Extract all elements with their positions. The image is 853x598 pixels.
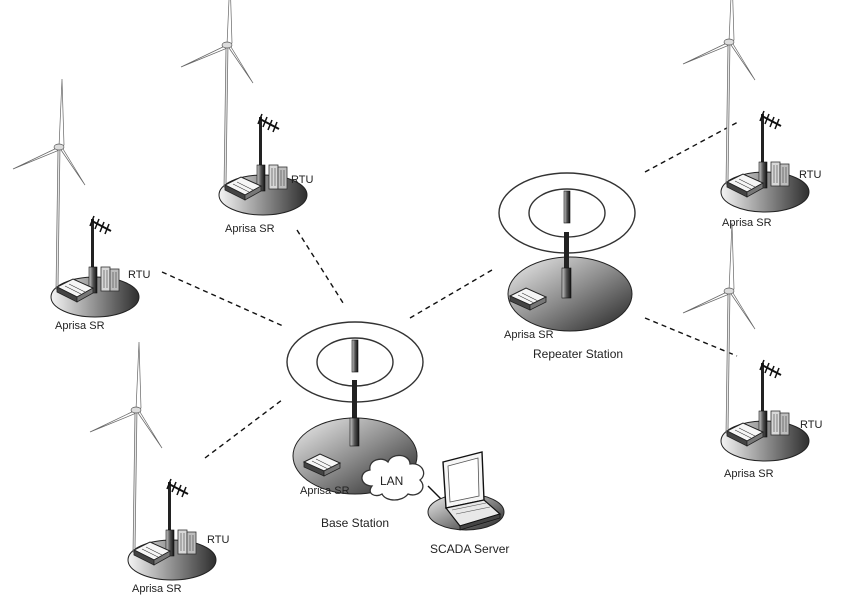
rtu-label-bottom-left: RTU bbox=[207, 534, 229, 546]
aprisa-label-top-center: Aprisa SR bbox=[225, 223, 275, 235]
rtu-label-top-center: RTU bbox=[291, 174, 313, 186]
repeater-radio bbox=[508, 287, 548, 311]
aprisa-label-base: Aprisa SR bbox=[300, 485, 350, 497]
site-top-right bbox=[682, 0, 810, 213]
site-bottom-right bbox=[682, 222, 810, 462]
aprisa-label-repeater: Aprisa SR bbox=[504, 329, 554, 341]
base-mast bbox=[349, 417, 360, 447]
aprisa-label-bottom-right: Aprisa SR bbox=[724, 468, 774, 480]
aprisa-label-bottom-left: Aprisa SR bbox=[132, 583, 182, 595]
link-top-right bbox=[644, 121, 739, 173]
link-bottom-right bbox=[644, 317, 738, 357]
lan-link bbox=[427, 485, 443, 501]
link-bottom-left bbox=[204, 399, 283, 459]
link-top-center bbox=[296, 229, 346, 307]
repeater-mast bbox=[561, 267, 572, 299]
lan-cloud-icon bbox=[361, 454, 425, 501]
scada-server-label: SCADA Server bbox=[430, 542, 509, 556]
rtu-label-top-left: RTU bbox=[128, 269, 150, 281]
site-top-left bbox=[12, 78, 140, 318]
scada-server bbox=[427, 451, 505, 531]
aprisa-label-top-left: Aprisa SR bbox=[55, 320, 105, 332]
aprisa-label-top-right: Aprisa SR bbox=[722, 217, 772, 229]
link-top-left bbox=[161, 271, 284, 327]
rtu-label-bottom-right: RTU bbox=[800, 419, 822, 431]
lan-label: LAN bbox=[380, 474, 403, 488]
link-base-repeater bbox=[409, 269, 493, 319]
site-top-center bbox=[180, 0, 308, 216]
base-station-label: Base Station bbox=[321, 516, 389, 530]
repeater-station-label: Repeater Station bbox=[533, 347, 623, 361]
base-radio bbox=[302, 453, 342, 477]
radio-links bbox=[161, 121, 739, 501]
site-bottom-left bbox=[89, 341, 217, 581]
repeater-station bbox=[498, 172, 636, 332]
rtu-label-top-right: RTU bbox=[799, 169, 821, 181]
